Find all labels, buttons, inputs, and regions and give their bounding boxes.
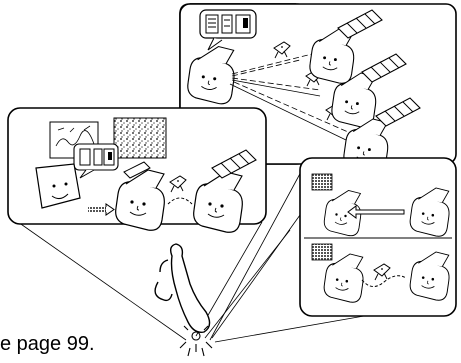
projection-line bbox=[7, 214, 187, 341]
transfer-arrow bbox=[88, 203, 115, 216]
sparkle-icon bbox=[179, 325, 213, 357]
projection-line bbox=[209, 169, 303, 341]
document-bubble bbox=[73, 143, 119, 179]
transmission-lines bbox=[231, 53, 349, 133]
page-reference-caption: e page 99. bbox=[0, 333, 95, 355]
image-document-icon bbox=[113, 117, 167, 159]
transmission-lines bbox=[229, 79, 347, 141]
panel-poll-exchange bbox=[299, 157, 457, 317]
step-marker-icon bbox=[311, 243, 333, 261]
transmission-lines bbox=[167, 197, 193, 205]
transfer-arrow bbox=[347, 205, 405, 219]
paper-stream bbox=[123, 161, 151, 179]
fax-machine-icon bbox=[35, 163, 81, 209]
thinking-hand-icon bbox=[154, 243, 211, 333]
panel-send-image bbox=[7, 107, 267, 233]
transmission-lines bbox=[361, 275, 407, 287]
step-marker-icon bbox=[311, 173, 333, 191]
projection-line bbox=[211, 214, 301, 339]
projection-line bbox=[204, 229, 291, 339]
document-bubble bbox=[199, 9, 257, 51]
